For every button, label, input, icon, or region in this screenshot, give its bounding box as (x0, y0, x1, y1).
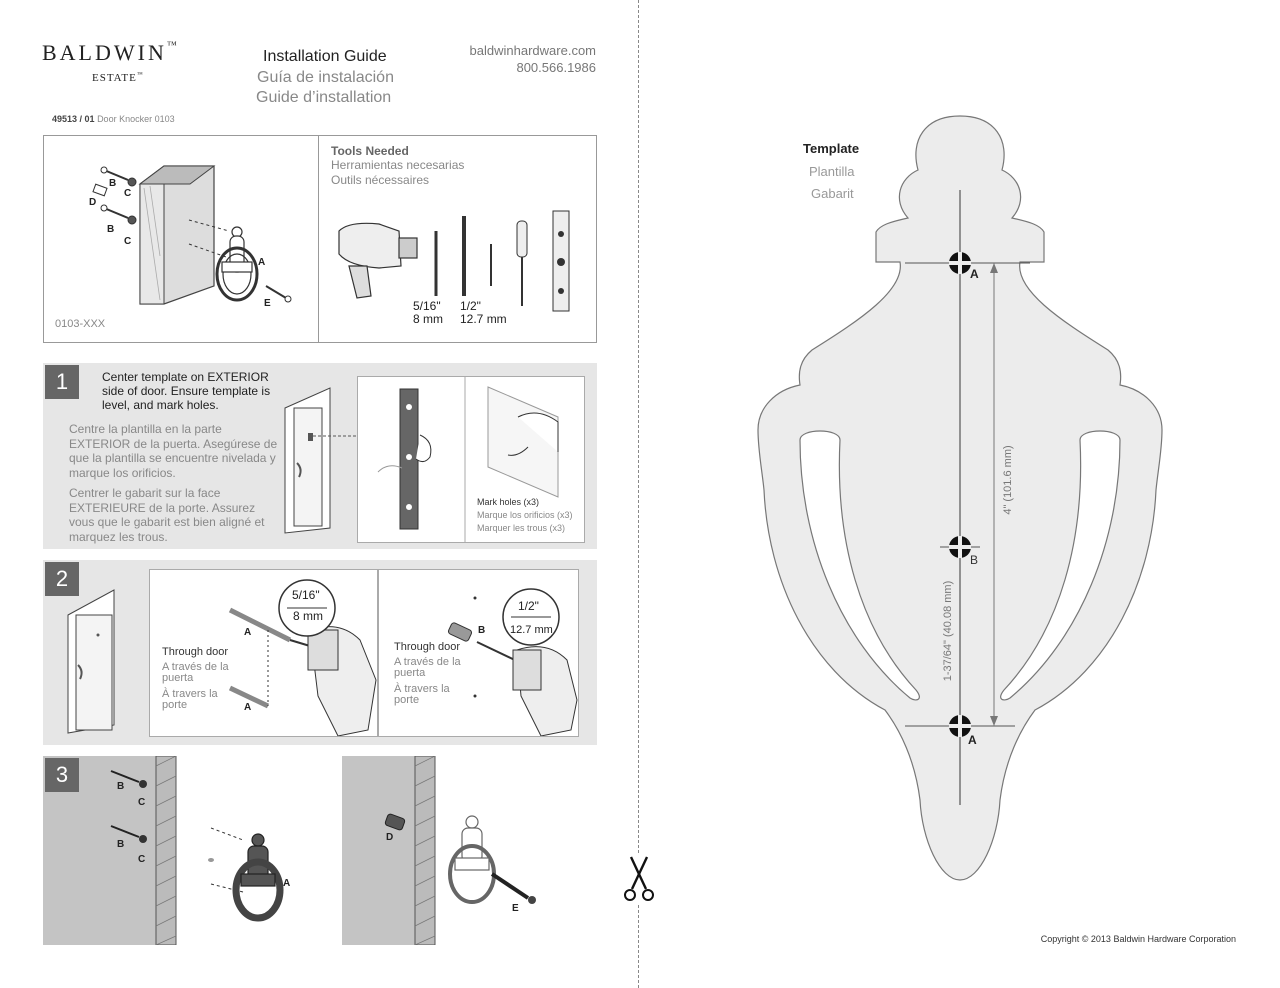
bit1-size: 5/16" (413, 299, 441, 313)
step3-label-e: E (512, 903, 519, 914)
part-label-e: E (264, 298, 271, 309)
step2a-through-fr: À travers la porte (162, 688, 218, 711)
tools-heading-es: Herramientas necesarias (331, 158, 465, 172)
step3-label-b2: B (117, 839, 125, 850)
part-label-c1: C (124, 188, 132, 199)
sku: 0103-XXX (55, 318, 106, 330)
template-title-en: Template (803, 141, 860, 156)
step2b-label: B (478, 625, 486, 636)
mark-holes-fr: Marquer les trous (x3) (477, 523, 566, 533)
step2a-label-top: A (244, 627, 252, 638)
step3-label-a: A (283, 878, 291, 889)
step3-label-b1: B (117, 781, 125, 792)
step3-label-d: D (386, 832, 394, 843)
tools-heading-en: Tools Needed (331, 144, 409, 158)
website: baldwinhardware.com (469, 43, 596, 58)
step2b-through-es: A través de la puerta (394, 656, 461, 679)
mark-holes-en: Mark holes (x3) (477, 497, 540, 507)
part-label-b1: B (109, 178, 117, 189)
step2-number: 2 (45, 562, 79, 596)
step2a-through-es: A través de la puerta (162, 661, 229, 684)
title-en: Installation Guide (263, 48, 387, 65)
bit2-size: 1/2" (460, 299, 481, 313)
hole-a-bottom-label: A (968, 733, 977, 747)
step1-number: 1 (45, 365, 79, 399)
part-label-d: D (89, 197, 97, 208)
part-label-c2: C (124, 236, 132, 247)
step1-text-en: Center template on EXTERIOR side of door… (102, 370, 271, 412)
step2a-mm: 8 mm (293, 609, 323, 623)
step2b-size-circle (502, 588, 560, 646)
title-es: Guía de instalación (257, 69, 394, 86)
step2-door-illustration (67, 589, 115, 734)
step1-text-es: Centre la plantilla en la parte EXTERIOR… (69, 422, 278, 480)
part-desc: Door Knocker 0103 (97, 114, 175, 124)
dim-long: 4" (101.6 mm) (1002, 445, 1014, 515)
dim-short: 1-37/64" (40.08 mm) (942, 580, 954, 682)
part-label-a: A (258, 257, 266, 268)
scissors-icon (622, 855, 656, 905)
brand-logo: BALDWIN™ (42, 40, 180, 65)
parts-illustration (92, 165, 292, 305)
step3-number: 3 (45, 758, 79, 792)
step3a-panel (43, 755, 335, 946)
brand-sub: ESTATE™ (92, 72, 144, 84)
step2b-through-en: Through door (394, 641, 461, 653)
part-number: 49513 / 01 (52, 114, 95, 124)
step1-detail-panel (357, 376, 585, 543)
step1-door-illustration (284, 387, 356, 534)
knocker-template (757, 115, 1163, 881)
step2b-mm: 12.7 mm (510, 624, 553, 636)
part-line: 49513 / 01 Door Knocker 0103 (52, 114, 175, 124)
copyright: Copyright © 2013 Baldwin Hardware Corpor… (1040, 934, 1236, 944)
template-title-fr: Gabarit (811, 186, 854, 201)
step2b-through-fr: À travers la porte (394, 683, 450, 706)
bit2-mm: 12.7 mm (460, 312, 507, 326)
tools-panel (319, 135, 597, 343)
step2b-size: 1/2" (518, 599, 539, 613)
step3-label-c1: C (138, 797, 146, 808)
tools-heading-fr: Outils nécessaires (331, 173, 430, 187)
hole-b-label: B (970, 553, 979, 567)
phone: 800.566.1986 (516, 60, 596, 75)
step2a-through-en: Through door (162, 646, 229, 658)
tools-illustration (338, 210, 570, 312)
hole-a-top-label: A (970, 267, 979, 281)
step2a-size: 5/16" (292, 588, 320, 602)
step2a-panel (149, 569, 378, 737)
bit1-mm: 8 mm (413, 312, 443, 326)
step2a-label-bottom: A (244, 702, 252, 713)
step3b-panel (342, 755, 596, 946)
step3-label-c2: C (138, 854, 146, 865)
parts-panel (43, 135, 319, 343)
title-fr: Guide d’installation (256, 89, 392, 106)
part-label-b2: B (107, 224, 115, 235)
template-title-es: Plantilla (809, 164, 855, 179)
mark-holes-es: Marque los orificios (x3) (477, 510, 573, 520)
step1-text-fr: Centrer le gabarit sur la face EXTERIEUR… (69, 486, 265, 544)
step2a-size-circle (278, 579, 336, 637)
cut-line (638, 0, 639, 988)
